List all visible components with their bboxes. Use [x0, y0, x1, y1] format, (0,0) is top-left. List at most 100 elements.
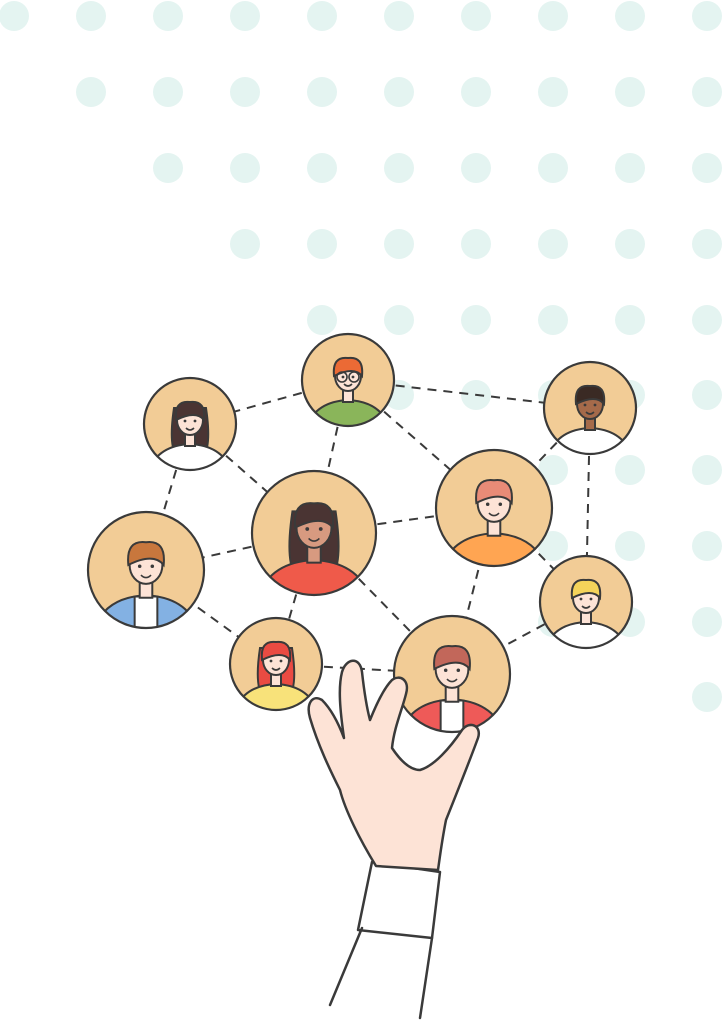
background-dot [538, 229, 568, 259]
avatar [434, 448, 554, 568]
background-dot [692, 682, 722, 712]
avatar-border [538, 554, 634, 650]
background-dot [230, 77, 260, 107]
background-dot [153, 153, 183, 183]
eye [150, 564, 155, 568]
background-dot [384, 305, 414, 335]
mouth [488, 512, 500, 517]
background-dot [615, 153, 645, 183]
avatar-border [86, 510, 206, 630]
background-dot [692, 380, 722, 410]
eye [456, 668, 461, 672]
dot-pattern-background [0, 1, 722, 712]
background-dot [538, 1, 568, 31]
background-dot [461, 77, 491, 107]
background-dot [230, 229, 260, 259]
connection-line [189, 423, 315, 534]
background-dot [153, 77, 183, 107]
eye [351, 375, 355, 379]
eye [279, 659, 283, 663]
eye [318, 527, 323, 531]
eye [579, 597, 583, 601]
background-dot [615, 77, 645, 107]
mouth [185, 427, 195, 431]
background-dot [538, 153, 568, 183]
background-dot [461, 153, 491, 183]
eye [443, 668, 448, 672]
avatar [228, 616, 324, 712]
avatar [392, 614, 512, 734]
background-dot [615, 455, 645, 485]
background-dot [461, 305, 491, 335]
eye [183, 419, 187, 423]
background-dot [692, 153, 722, 183]
eye [341, 375, 345, 379]
background-dot [692, 1, 722, 31]
avatar-border [542, 360, 638, 456]
background-dot [692, 455, 722, 485]
hair [433, 645, 471, 672]
hair [475, 479, 513, 506]
avatar [250, 469, 378, 597]
glasses-lens [348, 371, 360, 383]
background-dot [384, 1, 414, 31]
background-dot [307, 305, 337, 335]
glasses-lens [336, 371, 348, 383]
background-dot [230, 1, 260, 31]
background-dot [615, 531, 645, 561]
background-dot [307, 153, 337, 183]
background-dot [692, 77, 722, 107]
mouth [271, 667, 281, 671]
avatar-border [250, 469, 378, 597]
background-dot [692, 305, 722, 335]
avatar [542, 360, 638, 456]
avatar-border [228, 616, 324, 712]
background-dot [538, 531, 568, 561]
eye [485, 502, 490, 506]
background-dot [538, 305, 568, 335]
background-dot [692, 229, 722, 259]
mouth [581, 605, 591, 609]
background-dot [384, 229, 414, 259]
background-dot [615, 305, 645, 335]
avatar-border [434, 448, 554, 568]
background-dot [615, 1, 645, 31]
mouth [446, 678, 458, 683]
avatar-border [142, 376, 238, 472]
mouth [140, 574, 152, 579]
sleeve-arm [328, 926, 434, 1020]
hand-illustration [307, 659, 481, 1020]
connection-line [451, 507, 495, 675]
background-dot [307, 229, 337, 259]
background-dot [615, 229, 645, 259]
hand [307, 659, 481, 872]
background-dot [538, 77, 568, 107]
background-dot [384, 153, 414, 183]
mouth [343, 383, 353, 387]
hair [574, 384, 606, 407]
connection-line [145, 532, 315, 571]
avatar-network [86, 332, 638, 734]
background-dot [153, 1, 183, 31]
hair [260, 640, 292, 663]
eye [583, 403, 587, 407]
eye [305, 527, 310, 531]
eye [137, 564, 142, 568]
avatar-border [392, 614, 512, 734]
background-dot [307, 77, 337, 107]
eye [193, 419, 197, 423]
avatar [142, 376, 238, 472]
background-dot [461, 1, 491, 31]
background-dot [692, 607, 722, 637]
background-dot [0, 1, 29, 31]
background-dot [692, 531, 722, 561]
hair [570, 578, 602, 601]
background-dot [230, 153, 260, 183]
hair [127, 541, 165, 568]
background-dot [76, 77, 106, 107]
avatar [300, 332, 396, 428]
avatar [86, 510, 206, 630]
sleeve-cuff [356, 860, 442, 940]
hair [174, 400, 206, 423]
